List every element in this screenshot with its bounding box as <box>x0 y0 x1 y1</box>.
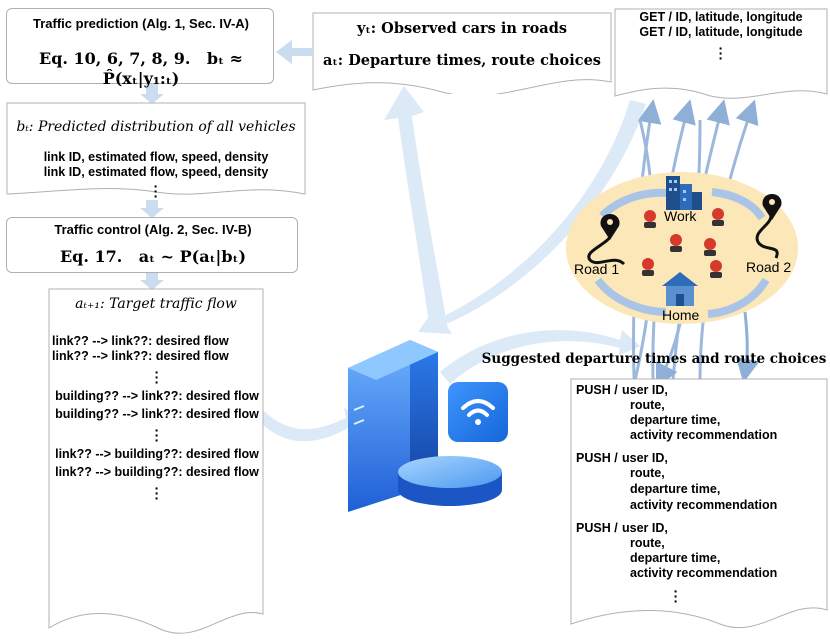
push-entry: PUSH / user ID, route, departure time, a… <box>576 521 826 583</box>
target-line: building?? --> link??: desired flow <box>55 389 259 403</box>
gps-doc-shape <box>614 8 828 99</box>
car-pins <box>642 208 724 272</box>
observation-doc-shape <box>312 12 612 94</box>
push-doc-shape <box>570 378 828 629</box>
gps-line: GET / ID, latitude, longitude <box>639 10 803 24</box>
target-line: building?? --> link??: desired flow <box>55 407 259 421</box>
control-to-target-arrow <box>140 273 164 290</box>
belief-doc-shape <box>6 102 306 195</box>
push-doc: PUSH / user ID, route, departure time, a… <box>576 383 826 609</box>
push-field: route, <box>630 466 665 480</box>
observation-a-line: aₜ: Departure times, route choices <box>323 52 601 69</box>
belief-to-control-arrow <box>140 200 164 218</box>
belief-lines: link ID, estimated flow, speed, density … <box>6 150 306 204</box>
push-field: departure time, <box>630 413 721 427</box>
suggested-label: Suggested departure times and route choi… <box>481 351 827 367</box>
push-entry: PUSH / user ID, route, departure time, a… <box>576 451 826 521</box>
work-building-icon <box>666 176 702 210</box>
target-ellipsis: ··· <box>154 480 160 506</box>
map-label-road2: Road 2 <box>746 259 792 275</box>
push-field: user ID, <box>622 521 668 535</box>
push-field: activity recommendation <box>630 566 778 580</box>
map-to-push-arrow <box>735 311 760 383</box>
road2-pin-icon <box>762 194 782 220</box>
target-line: link?? --> link??: desired flow <box>52 349 229 363</box>
push-prefix: PUSH / <box>576 451 618 465</box>
road1-pin-icon <box>600 214 620 240</box>
prediction-formula: bₜ ≈ P̂(xₜ|y₁:ₜ) <box>102 49 243 88</box>
target-to-server-arrow <box>258 405 366 442</box>
target-lines: link?? --> link??: desired flow link?? -… <box>52 334 262 505</box>
server-to-suggested-arrow <box>440 330 640 384</box>
prediction-eq-refs: Eq. 10, 6, 7, 8, 9. <box>39 49 191 68</box>
belief-line: link ID, estimated flow, speed, density <box>43 150 269 164</box>
target-line: link?? --> building??: desired flow <box>55 447 259 461</box>
prediction-to-belief-arrow <box>140 84 164 104</box>
push-field: departure time, <box>630 482 721 496</box>
map-label-home: Home <box>662 307 700 323</box>
push-entry: PUSH / user ID, route, departure time, a… <box>576 383 826 445</box>
server-illustration <box>348 340 508 512</box>
push-ellipsis: ··· <box>673 583 679 609</box>
gps-ellipsis: ··· <box>718 40 724 66</box>
push-field: activity recommendation <box>630 498 778 512</box>
push-prefix: PUSH / <box>576 521 618 535</box>
traffic-prediction-box: Traffic prediction (Alg. 1, Sec. IV-A) E… <box>6 8 274 88</box>
gps-line: GET / ID, latitude, longitude <box>639 25 803 39</box>
map-label-work: Work <box>664 208 697 224</box>
gps-doc: GET / ID, latitude, longitude GET / ID, … <box>614 10 828 66</box>
prediction-equation: Eq. 10, 6, 7, 8, 9. bₜ ≈ P̂(xₜ|y₁:ₜ) <box>7 49 275 89</box>
home-house-icon <box>662 272 698 306</box>
gps-to-server-arrow <box>418 100 646 334</box>
push-field: departure time, <box>630 551 721 565</box>
push-field: route, <box>630 536 665 550</box>
target-title: aₜ₊₁: Target traffic flow <box>75 296 237 312</box>
push-field: user ID, <box>622 383 668 397</box>
observation-y-line: yₜ: Observed cars in roads <box>356 20 568 37</box>
control-equation: Eq. 17. aₜ ~ P(aₜ|bₜ) <box>7 247 299 267</box>
push-field: route, <box>630 398 665 412</box>
control-eq-ref: Eq. 17. <box>59 247 123 266</box>
target-ellipsis: ··· <box>154 364 160 390</box>
target-ellipsis: ··· <box>154 422 160 448</box>
belief-ellipsis: ··· <box>153 178 159 204</box>
control-formula: aₜ ~ P(aₜ|bₜ) <box>138 247 247 266</box>
push-field: user ID, <box>622 451 668 465</box>
belief-line: link ID, estimated flow, speed, density <box>43 165 269 179</box>
push-field: activity recommendation <box>630 428 778 442</box>
server-to-observation-arrow <box>384 86 448 330</box>
traffic-prediction-title: Traffic prediction (Alg. 1, Sec. IV-A) <box>33 16 249 31</box>
belief-title: bₜ: Predicted distribution of all vehicl… <box>16 119 296 135</box>
observation-to-prediction-arrow <box>276 40 312 64</box>
target-doc-shape <box>48 288 264 634</box>
push-prefix: PUSH / <box>576 383 618 397</box>
map-label-road1: Road 1 <box>574 261 620 277</box>
traffic-control-title: Traffic control (Alg. 2, Sec. IV-B) <box>54 222 252 237</box>
city-map <box>566 172 798 324</box>
traffic-control-box: Traffic control (Alg. 2, Sec. IV-B) Eq. … <box>6 217 298 273</box>
target-line: link?? --> link??: desired flow <box>52 334 229 348</box>
target-line: link?? --> building??: desired flow <box>55 465 259 479</box>
